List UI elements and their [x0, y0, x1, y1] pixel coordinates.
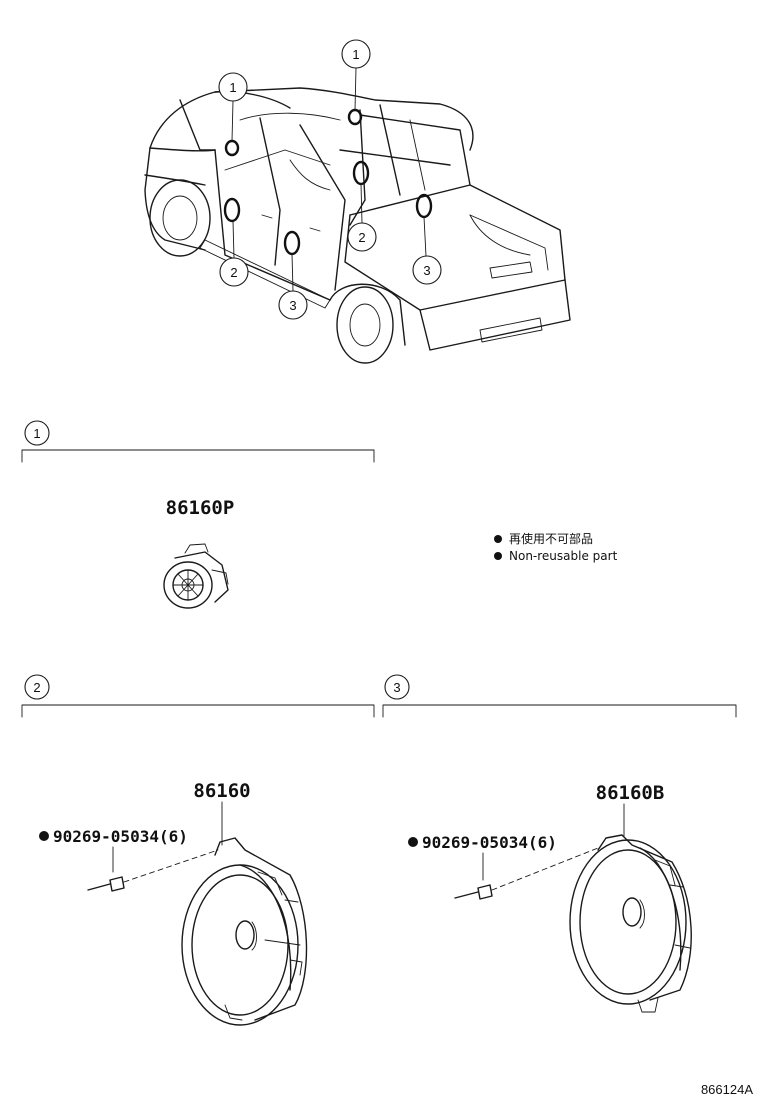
svg-text:2: 2: [230, 265, 237, 280]
non-reusable-bullet-icon: [408, 837, 418, 847]
fastener-number-b: 90269-05034(6): [422, 833, 557, 852]
part-number-86160B: 86160B: [596, 782, 665, 804]
front-door-speaker-location-right: [352, 160, 370, 186]
section-3: 3 86160B 90269-05034(6): [382, 674, 737, 1013]
section-1-label: 1: [33, 426, 40, 441]
callout-2-right: 2: [347, 222, 377, 252]
part-number-86160P: 86160P: [166, 497, 235, 519]
callout-3-right: 3: [412, 255, 442, 285]
tweeter-location-front: [224, 139, 240, 157]
tweeter-location-right: [347, 108, 363, 126]
rear-door-speaker-location: [283, 230, 301, 256]
section-3-label: 3: [393, 680, 400, 695]
bullet-icon: [494, 535, 502, 543]
tweeter-icon: [163, 543, 229, 609]
legend-en: Non-reusable part: [509, 549, 618, 563]
part-number-86160: 86160: [193, 780, 250, 802]
rivet-icon: [454, 884, 493, 900]
svg-text:1: 1: [352, 47, 359, 62]
svg-text:3: 3: [423, 263, 430, 278]
rivet-icon: [87, 876, 125, 892]
svg-text:2: 2: [358, 230, 365, 245]
svg-text:3: 3: [289, 298, 296, 313]
callout-1-right: 1: [341, 39, 371, 69]
speaker-86160-icon: [181, 837, 308, 1026]
front-door-speaker-location: [223, 197, 241, 223]
callout-3-front: 3: [278, 290, 308, 320]
section-1: 1 86160P: [21, 420, 375, 609]
speaker-86160B-icon: [569, 834, 692, 1013]
section-2: 2 86160 90269-05034(6): [21, 674, 375, 1026]
non-reusable-bullet-icon: [39, 831, 49, 841]
illustration-code: 866124A: [701, 1082, 753, 1097]
rear-door-speaker-location-right: [415, 193, 433, 219]
truck-illustration: 1 1 2 2 3 3: [144, 39, 571, 364]
svg-text:1: 1: [229, 80, 236, 95]
legend-jp: 再使用不可部品: [509, 531, 593, 546]
fastener-number: 90269-05034(6): [53, 827, 188, 846]
bullet-icon: [494, 552, 502, 560]
section-2-label: 2: [33, 680, 40, 695]
callout-2-front: 2: [219, 257, 249, 287]
callout-1-front: 1: [218, 72, 248, 102]
legend: 再使用不可部品 Non-reusable part: [494, 531, 618, 563]
